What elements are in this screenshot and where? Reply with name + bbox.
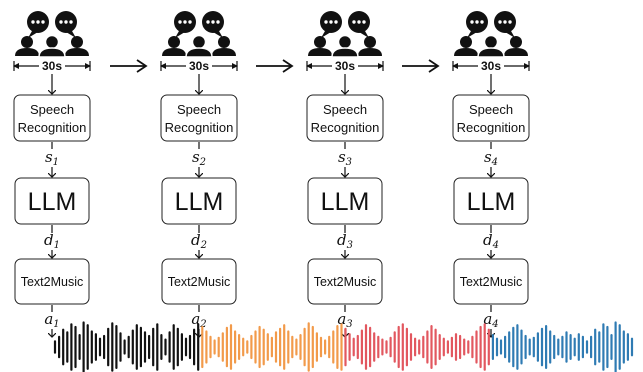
speech-recognition-label-line1: Speech <box>177 102 221 117</box>
description-label: d1 <box>44 231 60 251</box>
llm-label: LLM <box>175 188 224 216</box>
description-label: d3 <box>337 231 353 251</box>
text2music-box <box>161 258 237 305</box>
llm-label: LLM <box>321 188 370 216</box>
speech-recognition-label-line1: Speech <box>30 102 74 117</box>
llm-box <box>14 177 90 225</box>
audio-waveform <box>53 321 634 372</box>
speech-recognition-box <box>13 94 91 142</box>
duration-label: 30s <box>481 59 501 73</box>
transcript-label: s2 <box>192 148 206 168</box>
duration-label: 30s <box>42 59 62 73</box>
audio-label: a3 <box>337 310 352 330</box>
duration-label: 30s <box>189 59 209 73</box>
group-chat-icon <box>307 10 383 58</box>
llm-label: LLM <box>28 188 77 216</box>
speech-recognition-box <box>306 94 384 142</box>
transcript-label: s4 <box>484 148 498 168</box>
text2music-label: Text2Music <box>460 275 523 289</box>
text2music-label: Text2Music <box>168 275 231 289</box>
group-chat-icon <box>161 10 237 58</box>
speech-recognition-label-line2: Recognition <box>311 120 380 135</box>
speech-recognition-label-line2: Recognition <box>457 120 526 135</box>
transcript-label: s3 <box>338 148 352 168</box>
text2music-box <box>14 258 90 305</box>
speech-recognition-label-line2: Recognition <box>18 120 87 135</box>
speech-recognition-box <box>452 94 530 142</box>
speech-recognition-label-line1: Speech <box>469 102 513 117</box>
text2music-label: Text2Music <box>314 275 377 289</box>
llm-box <box>161 177 237 225</box>
text2music-label: Text2Music <box>21 275 84 289</box>
speech-recognition-label-line2: Recognition <box>165 120 234 135</box>
llm-box <box>307 177 383 225</box>
audio-label: a1 <box>44 310 59 330</box>
audio-label: a2 <box>191 310 206 330</box>
speech-recognition-label-line1: Speech <box>323 102 367 117</box>
text2music-box <box>453 258 529 305</box>
group-chat-icon <box>453 10 529 58</box>
transcript-label: s1 <box>45 148 59 168</box>
description-label: d4 <box>483 231 499 251</box>
duration-label: 30s <box>335 59 355 73</box>
text2music-box <box>307 258 383 305</box>
llm-label: LLM <box>467 188 516 216</box>
group-chat-icon <box>14 10 90 58</box>
speech-recognition-box <box>160 94 238 142</box>
audio-label: a4 <box>483 310 498 330</box>
llm-box <box>453 177 529 225</box>
description-label: d2 <box>191 231 207 251</box>
